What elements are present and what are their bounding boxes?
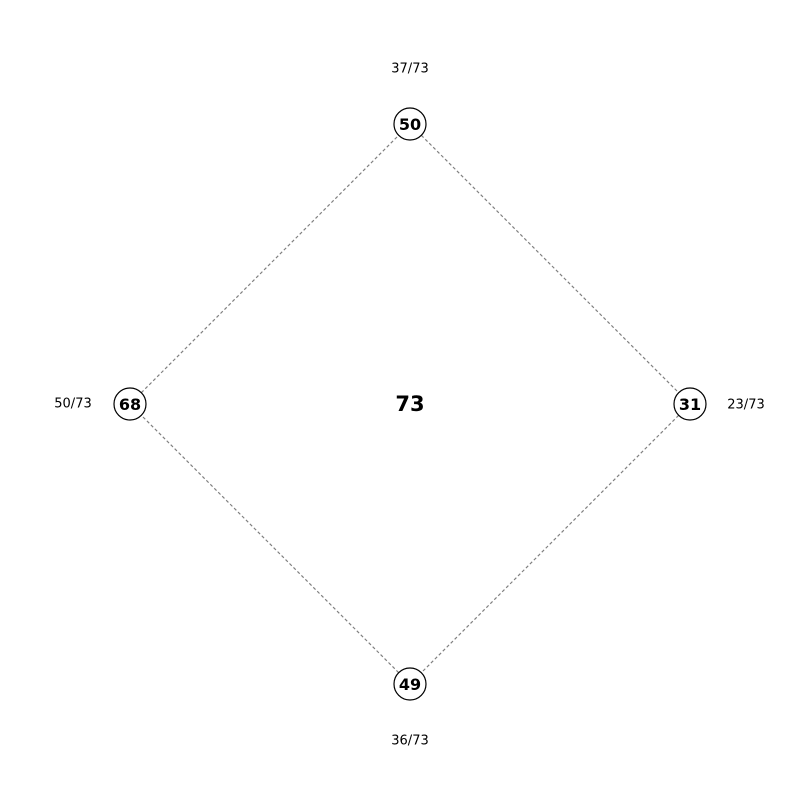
node-value-top: 50 <box>399 115 421 134</box>
center-value: 73 <box>395 392 424 416</box>
node-bottom: 49 36/73 <box>391 667 429 749</box>
edge-right-bottom <box>420 414 680 674</box>
nodes-layer: 50 37/73 31 23/73 49 36/73 68 50/73 <box>54 62 764 749</box>
edge-bottom-left <box>140 414 400 674</box>
node-left: 68 50/73 <box>54 387 147 421</box>
edge-left-top <box>140 134 400 394</box>
edges-layer <box>140 134 680 674</box>
node-fraction-bottom: 36/73 <box>391 734 428 749</box>
node-fraction-left: 50/73 <box>54 397 91 412</box>
node-value-left: 68 <box>119 395 141 414</box>
node-right: 31 23/73 <box>673 387 765 421</box>
node-top: 50 37/73 <box>391 62 429 141</box>
node-circle-left <box>113 387 147 421</box>
node-circle-right <box>673 387 707 421</box>
edge-top-right <box>420 134 680 394</box>
node-fraction-right: 23/73 <box>727 398 764 413</box>
node-circle-bottom <box>393 667 427 701</box>
node-value-right: 31 <box>679 395 701 414</box>
node-fraction-top: 37/73 <box>391 62 428 77</box>
node-circle-top <box>393 107 427 141</box>
node-value-bottom: 49 <box>399 675 421 694</box>
